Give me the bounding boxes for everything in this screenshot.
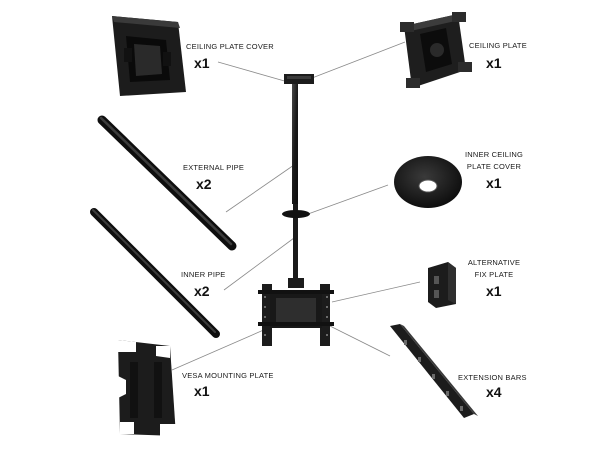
part-label-external-pipe: EXTERNAL PIPE <box>183 163 245 172</box>
leader-ceiling-plate <box>311 41 406 79</box>
leader-ceiling-plate-cover <box>217 61 289 83</box>
part-qty-vesa-mounting-plate: x1 <box>194 383 210 399</box>
leader-lines <box>171 41 421 371</box>
part-label-extension-bars: EXTENSION BARS <box>458 373 527 382</box>
inner-pipe-image <box>90 208 220 338</box>
part-label-inner-ceiling-plate-cover-line2: PLATE COVER <box>466 162 522 171</box>
part-qty-external-pipe: x2 <box>196 176 212 192</box>
inner-ceiling-plate-cover-image <box>394 156 462 208</box>
part-qty-inner-pipe: x2 <box>194 283 210 299</box>
vesa-mounting-plate-image <box>118 340 176 436</box>
alternative-fix-plate-image <box>428 262 456 308</box>
ceiling-plate-image <box>400 12 472 88</box>
external-pipe-image <box>97 115 237 251</box>
assembled-mount-image <box>258 74 334 346</box>
part-label-vesa-mounting-plate: VESA MOUNTING PLATE <box>182 371 274 380</box>
part-label-ceiling-plate-cover: CEILING PLATE COVER <box>186 42 274 51</box>
extension-bars-image <box>390 324 478 418</box>
leader-extension-bars <box>325 323 391 357</box>
leader-inner-pipe <box>223 237 295 291</box>
part-qty-extension-bars: x4 <box>486 384 502 400</box>
part-label-inner-ceiling-plate-cover-line1: INNER CEILING <box>464 150 524 159</box>
part-qty-inner-ceiling-plate-cover: x1 <box>486 175 502 191</box>
ceiling-plate-cover-image <box>112 16 186 96</box>
part-label-alternative-fix-plate-line2: FIX PLATE <box>474 270 514 279</box>
leader-external-pipe <box>225 164 295 213</box>
part-label-alternative-fix-plate-line1: ALTERNATIVE <box>467 258 521 267</box>
part-label-ceiling-plate: CEILING PLATE <box>469 41 527 50</box>
leader-inner-ceiling-plate-cover <box>307 184 389 215</box>
leader-alternative-fix-plate <box>331 281 421 303</box>
part-qty-ceiling-plate-cover: x1 <box>194 55 210 71</box>
part-qty-alternative-fix-plate: x1 <box>486 283 502 299</box>
part-qty-ceiling-plate: x1 <box>486 55 502 71</box>
part-label-inner-pipe: INNER PIPE <box>181 270 226 279</box>
